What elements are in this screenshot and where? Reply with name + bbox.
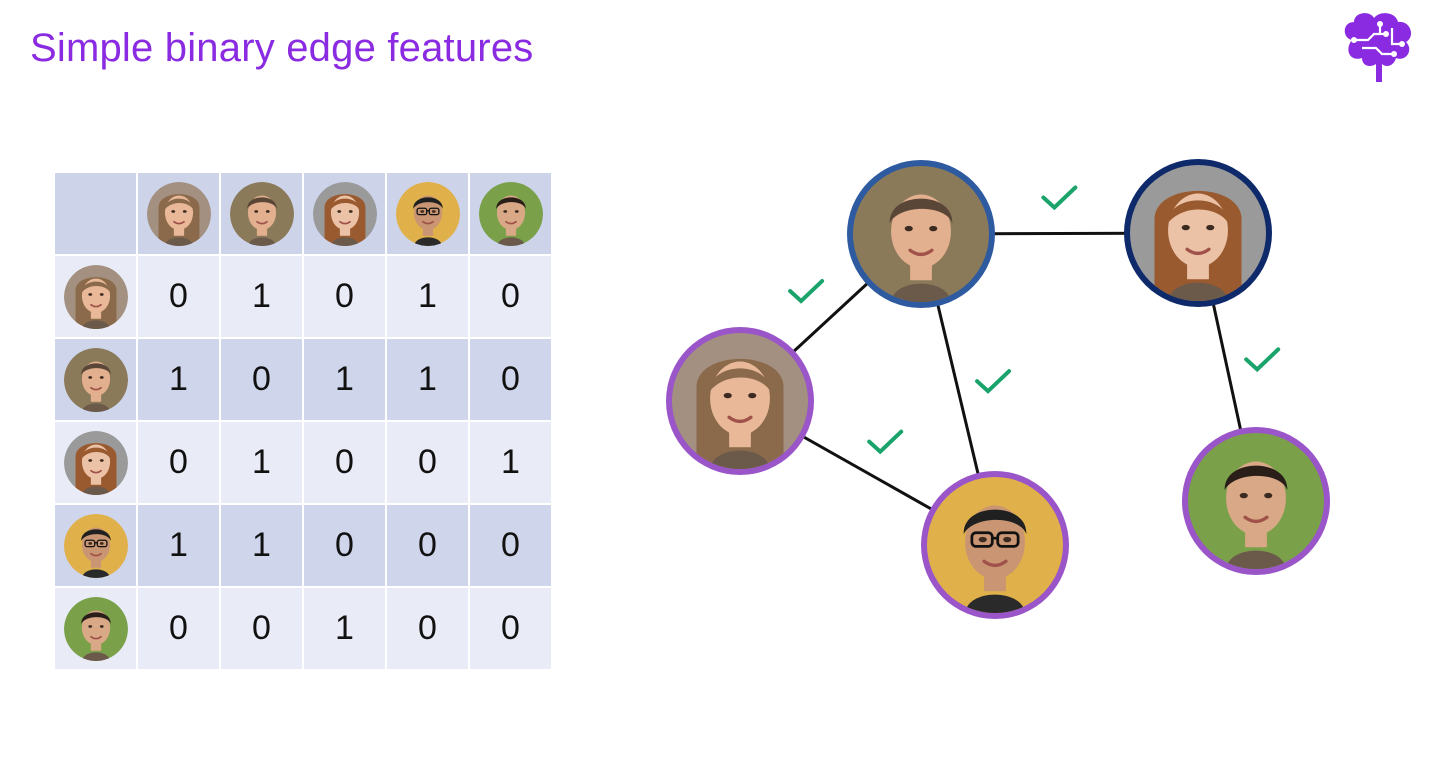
check-icon bbox=[1244, 347, 1281, 373]
matrix-cell: 0 bbox=[138, 256, 219, 337]
matrix-cell: 0 bbox=[138, 422, 219, 503]
matrix-cell: 0 bbox=[387, 422, 468, 503]
column-header-p5 bbox=[470, 173, 551, 254]
matrix-cell: 1 bbox=[387, 339, 468, 420]
page-title: Simple binary edge features bbox=[30, 26, 534, 70]
matrix-cell: 0 bbox=[221, 588, 302, 669]
graph-node-p4 bbox=[921, 471, 1069, 619]
brain-circuit-logo-icon bbox=[1344, 13, 1412, 82]
avatar bbox=[229, 181, 294, 246]
man-short-hair-face bbox=[229, 181, 294, 246]
woman-auburn-hair-face bbox=[1130, 165, 1266, 301]
graph-node-p1 bbox=[666, 327, 814, 475]
avatar bbox=[63, 513, 128, 578]
woman-auburn-hair-face bbox=[63, 430, 128, 495]
check-icon bbox=[1041, 185, 1078, 211]
matrix-cell: 1 bbox=[221, 422, 302, 503]
man-outdoor-face bbox=[63, 596, 128, 661]
matrix-cell: 1 bbox=[221, 256, 302, 337]
avatar bbox=[63, 596, 128, 661]
matrix-cell: 0 bbox=[470, 256, 551, 337]
matrix-cell: 0 bbox=[221, 339, 302, 420]
check-icon bbox=[867, 429, 904, 455]
avatar bbox=[395, 181, 460, 246]
row-header-p4 bbox=[55, 505, 136, 586]
graph-node-p5 bbox=[1182, 427, 1330, 575]
matrix-cell: 0 bbox=[470, 339, 551, 420]
matrix-cell: 0 bbox=[138, 588, 219, 669]
woman-long-hair-face bbox=[63, 264, 128, 329]
man-outdoor-face bbox=[478, 181, 543, 246]
graph-node-p3 bbox=[1124, 159, 1272, 307]
column-header-p4 bbox=[387, 173, 468, 254]
woman-long-hair-face bbox=[146, 181, 211, 246]
avatar bbox=[146, 181, 211, 246]
row-header-p3 bbox=[55, 422, 136, 503]
avatar bbox=[478, 181, 543, 246]
matrix-cell: 1 bbox=[304, 588, 385, 669]
man-glasses-face bbox=[395, 181, 460, 246]
man-outdoor-face bbox=[1188, 433, 1324, 569]
avatar bbox=[312, 181, 377, 246]
avatar bbox=[63, 430, 128, 495]
man-short-hair-face bbox=[63, 347, 128, 412]
column-header-p2 bbox=[221, 173, 302, 254]
man-glasses-face bbox=[63, 513, 128, 578]
social-graph bbox=[666, 159, 1330, 619]
matrix-cell: 0 bbox=[470, 588, 551, 669]
matrix-cell: 0 bbox=[304, 505, 385, 586]
column-header-p3 bbox=[304, 173, 385, 254]
matrix-cell: 0 bbox=[304, 422, 385, 503]
man-short-hair-face bbox=[853, 166, 989, 302]
matrix-cell: 1 bbox=[387, 256, 468, 337]
check-icon bbox=[788, 279, 825, 304]
table-corner-cell bbox=[55, 173, 136, 254]
matrix-cell: 1 bbox=[221, 505, 302, 586]
woman-long-hair-face bbox=[672, 333, 808, 469]
matrix-cell: 1 bbox=[470, 422, 551, 503]
matrix-cell: 0 bbox=[304, 256, 385, 337]
graph-node-p2 bbox=[847, 160, 995, 308]
matrix-cell: 1 bbox=[138, 505, 219, 586]
row-header-p1 bbox=[55, 256, 136, 337]
check-icon bbox=[975, 369, 1012, 394]
matrix-cell: 0 bbox=[387, 588, 468, 669]
woman-auburn-hair-face bbox=[312, 181, 377, 246]
matrix-cell: 1 bbox=[304, 339, 385, 420]
avatar bbox=[63, 264, 128, 329]
row-header-p5 bbox=[55, 588, 136, 669]
matrix-cell: 0 bbox=[470, 505, 551, 586]
matrix-cell: 1 bbox=[138, 339, 219, 420]
row-header-p2 bbox=[55, 339, 136, 420]
matrix-cell: 0 bbox=[387, 505, 468, 586]
column-header-p1 bbox=[138, 173, 219, 254]
avatar bbox=[63, 347, 128, 412]
man-glasses-face bbox=[927, 477, 1063, 613]
